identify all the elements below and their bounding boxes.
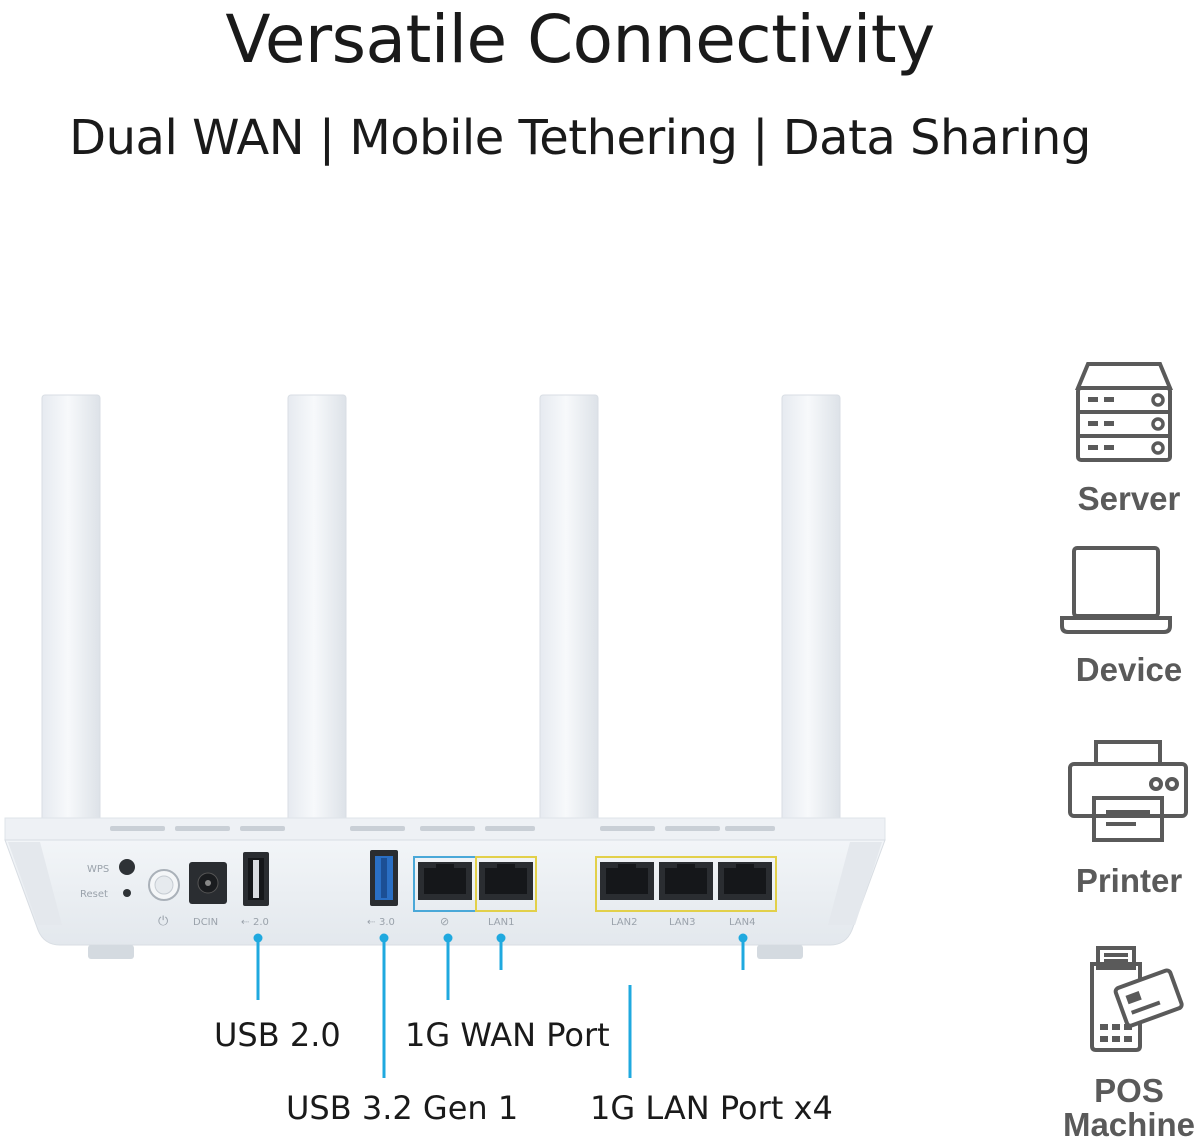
callout-lines-lower	[256, 970, 632, 1078]
server-icon	[1075, 362, 1173, 462]
usb3-icon: ⇠	[367, 917, 376, 928]
antenna-4	[781, 394, 841, 866]
antenna-1	[41, 394, 101, 866]
callout-usb3: USB 3.2 Gen 1	[286, 1089, 519, 1127]
callout-lines	[256, 938, 745, 970]
feature-mobile-tethering: Mobile Tethering	[349, 110, 738, 166]
wan-port	[418, 862, 472, 900]
feature-separator: |	[318, 110, 335, 166]
device-label-printer: Printer	[1075, 862, 1183, 899]
lan2-port	[600, 862, 654, 900]
reset-button[interactable]	[123, 889, 131, 897]
wan-globe-icon: ⊘	[440, 915, 449, 928]
page-title: Versatile Connectivity	[225, 1, 935, 78]
power-icon: ⏻	[158, 914, 168, 929]
router-illustration: WPS Reset ⏻ DCIN ⇠ 2.0 ⇠ 3.0 ⊘ LAN1	[4, 394, 886, 970]
vent-slots	[110, 826, 775, 831]
lan1-label: LAN1	[488, 917, 514, 928]
dcin-label: DCIN	[193, 917, 218, 928]
side-grip-left	[8, 842, 62, 925]
usb3-label: 3.0	[379, 917, 395, 928]
laptop-icon	[1060, 546, 1172, 634]
callout-usb2: USB 2.0	[214, 1016, 341, 1054]
reset-label: Reset	[80, 889, 108, 900]
lan1-port	[479, 862, 533, 900]
feature-separator: |	[752, 110, 768, 166]
lan1-highlight	[475, 856, 537, 912]
lan4-port	[718, 862, 772, 900]
device-label-device: Device	[1075, 651, 1183, 688]
antenna-3	[539, 394, 599, 866]
lan2-label: LAN2	[611, 917, 637, 928]
callout-dots	[253, 933, 748, 943]
lan4-label: LAN4	[729, 917, 755, 928]
usb2-icon: ⇠	[241, 917, 250, 928]
side-grip-right	[828, 842, 882, 925]
wps-label: WPS	[87, 864, 109, 875]
foot-right	[757, 945, 803, 959]
feature-dual-wan: Dual WAN	[69, 110, 305, 166]
device-label-server: Server	[1077, 480, 1181, 517]
callout-wan: 1G WAN Port	[405, 1016, 610, 1054]
wps-button[interactable]	[119, 859, 135, 875]
feature-data-sharing: Data Sharing	[782, 110, 1092, 166]
callout-lan: 1G LAN Port x4	[590, 1089, 833, 1127]
printer-icon	[1068, 740, 1188, 842]
lan2-4-highlight	[595, 856, 777, 912]
feature-list: Dual WAN | Mobile Tethering | Data Shari…	[0, 108, 1160, 168]
foot-left	[88, 945, 134, 959]
lan3-label: LAN3	[669, 917, 695, 928]
pos-terminal-icon	[1090, 946, 1184, 1052]
usb2-label: 2.0	[253, 917, 269, 928]
lan3-port	[659, 862, 713, 900]
antenna-2	[287, 394, 347, 866]
